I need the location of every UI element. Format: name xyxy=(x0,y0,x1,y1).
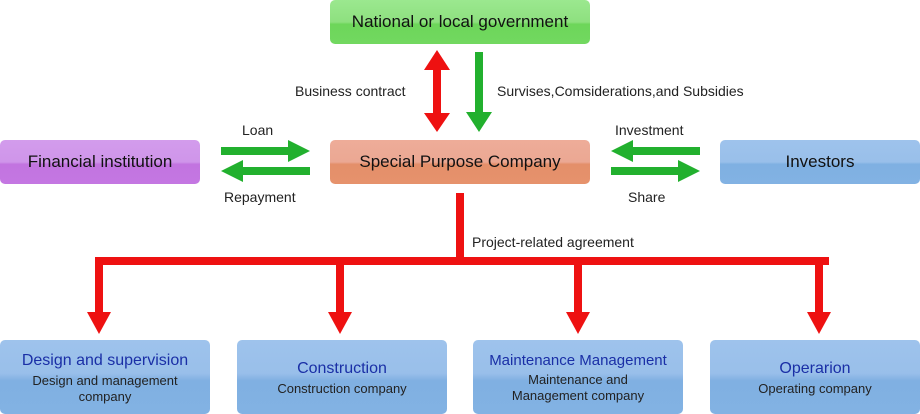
repayment-label: Repayment xyxy=(224,189,296,205)
drop-arrowhead-1 xyxy=(87,312,111,334)
financial-institution-node: Financial institution xyxy=(0,140,200,184)
contractor-operation: Operarion Operating company xyxy=(710,340,920,414)
project-agreement-tree xyxy=(87,193,831,334)
drop-arrowhead-2 xyxy=(328,312,352,334)
share-arrow xyxy=(611,160,700,182)
contractor-title: Maintenance Management xyxy=(489,352,667,369)
government-label: National or local government xyxy=(351,12,569,31)
drop-arrowhead-3 xyxy=(566,312,590,334)
contractor-title: Operarion xyxy=(779,359,851,377)
loan-label: Loan xyxy=(242,122,274,138)
contractor-title: Construction xyxy=(297,359,387,377)
supervision-label: Survises,Comsiderations,and Subsidies xyxy=(497,83,744,99)
contractor-construction: Construction Construction company xyxy=(237,340,447,414)
spc-label: Special Purpose Company xyxy=(359,152,561,171)
investors-label: Investors xyxy=(785,152,855,171)
drop-line-2 xyxy=(336,257,344,314)
contractor-maintenance: Maintenance Management Maintenance and M… xyxy=(473,340,683,414)
drop-line-1 xyxy=(95,257,103,314)
investment-arrow xyxy=(611,140,700,162)
financial-institution-label: Financial institution xyxy=(27,152,173,171)
business-contract-label: Business contract xyxy=(295,83,406,99)
spc-node: Special Purpose Company xyxy=(330,140,590,184)
business-contract-arrow xyxy=(424,50,450,132)
contractor-design: Design and supervision Design and manage… xyxy=(0,340,210,414)
drop-arrowhead-4 xyxy=(807,312,831,334)
drop-line-4 xyxy=(815,257,823,314)
contractor-subtitle: Maintenance and Management company xyxy=(511,372,645,403)
supervision-arrow xyxy=(466,52,492,132)
investment-label: Investment xyxy=(615,122,684,138)
drop-line-3 xyxy=(574,257,582,314)
contractor-title: Design and supervision xyxy=(21,351,189,369)
share-label: Share xyxy=(628,189,666,205)
contractor-subtitle: Design and management company xyxy=(32,372,178,404)
trunk-line xyxy=(456,193,464,264)
project-agreement-label: Project-related agreement xyxy=(472,234,634,250)
contractor-subtitle: Operating company xyxy=(758,380,872,396)
contractor-subtitle: Construction company xyxy=(277,380,407,396)
branch-bar xyxy=(95,257,829,265)
investors-node: Investors xyxy=(720,140,920,184)
loan-arrow xyxy=(221,140,310,162)
government-node: National or local government xyxy=(330,0,590,44)
repayment-arrow xyxy=(221,160,310,182)
